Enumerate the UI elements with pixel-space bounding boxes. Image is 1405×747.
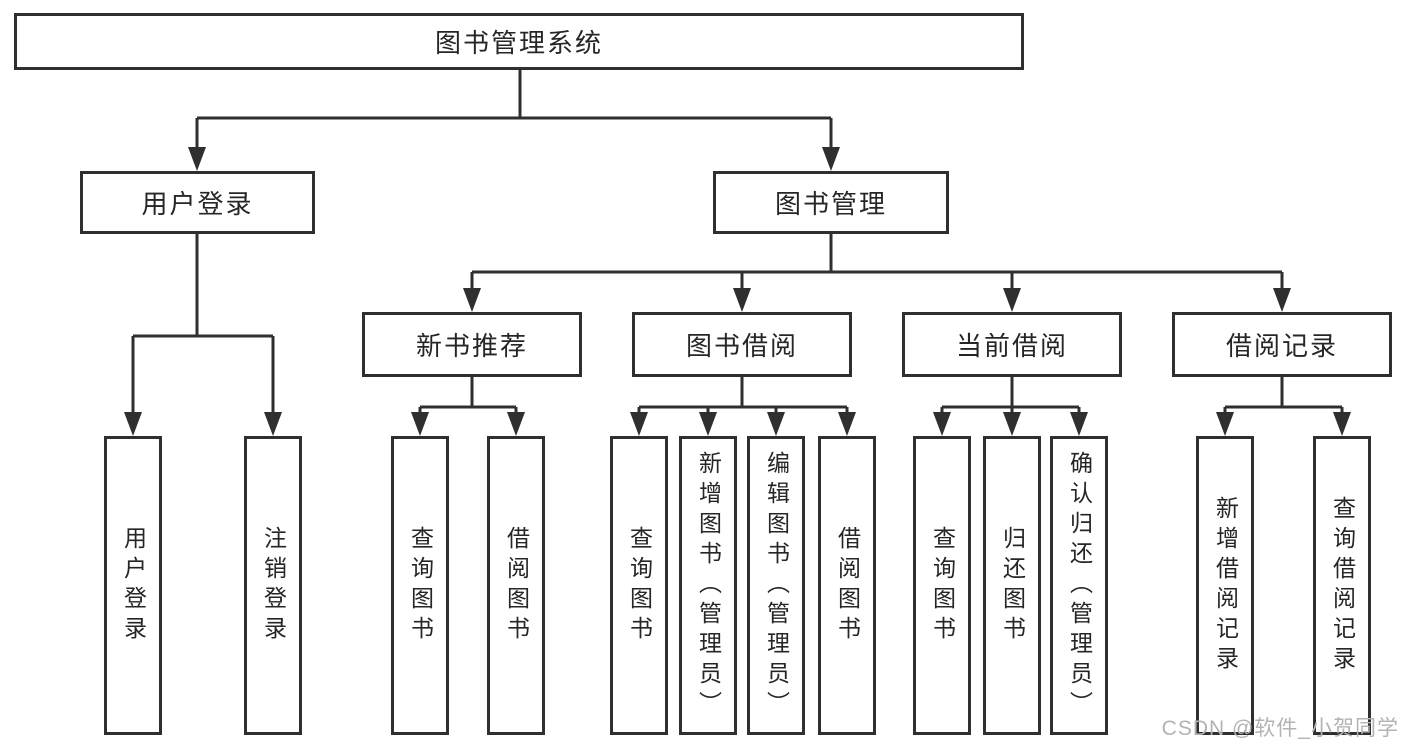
connector-book-borrow <box>630 377 856 436</box>
leaf-records-query-record: 查询借阅记录 <box>1313 436 1371 735</box>
leaf-logout: 注销登录 <box>244 436 302 735</box>
leaf-recommend-query-books: 查询图书 <box>391 436 449 735</box>
connector-root <box>188 70 840 171</box>
node-user-login: 用户登录 <box>80 171 315 234</box>
node-book-management-label: 图书管理 <box>774 189 887 219</box>
leaf-records-add-record: 新增借阅记录 <box>1196 436 1254 735</box>
leaf-borrow-edit-books-admin: 编辑图书（管理员） <box>747 436 805 735</box>
node-borrow-records: 借阅记录 <box>1172 312 1392 377</box>
leaf-user-login: 用户登录 <box>104 436 162 735</box>
connector-current-borrow <box>933 377 1088 436</box>
connector-user-login <box>124 234 282 436</box>
node-user-login-label: 用户登录 <box>141 189 254 219</box>
node-current-borrow: 当前借阅 <box>902 312 1122 377</box>
connector-new-book-recommend <box>411 377 525 436</box>
leaf-borrow-add-books-admin: 新增图书（管理员） <box>679 436 737 735</box>
node-root-system: 图书管理系统 <box>14 13 1024 70</box>
node-current-borrow-label: 当前借阅 <box>955 331 1068 361</box>
leaf-borrow-borrow-books: 借阅图书 <box>818 436 876 735</box>
node-book-management: 图书管理 <box>713 171 949 234</box>
node-new-book-recommend: 新书推荐 <box>362 312 582 377</box>
csdn-watermark: CSDN @软件_小贺同学 <box>1161 717 1399 740</box>
connector-book-management <box>463 234 1291 312</box>
leaf-recommend-borrow-books: 借阅图书 <box>487 436 545 735</box>
connector-borrow-records <box>1216 377 1351 436</box>
node-borrow-records-label: 借阅记录 <box>1225 331 1338 361</box>
leaf-current-confirm-return-admin: 确认归还（管理员） <box>1050 436 1108 735</box>
node-new-book-recommend-label: 新书推荐 <box>415 331 528 361</box>
leaf-borrow-query-books: 查询图书 <box>610 436 668 735</box>
node-book-borrow: 图书借阅 <box>632 312 852 377</box>
leaf-current-query-books: 查询图书 <box>913 436 971 735</box>
node-book-borrow-label: 图书借阅 <box>685 331 798 361</box>
leaf-current-return-books: 归还图书 <box>983 436 1041 735</box>
node-root-label: 图书管理系统 <box>434 28 603 58</box>
